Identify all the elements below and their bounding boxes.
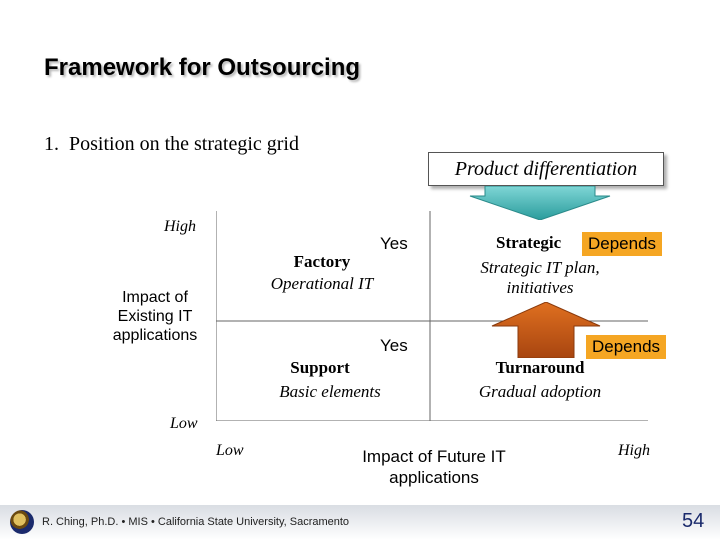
y-axis-high-label: High (164, 218, 196, 235)
strategic-flag: Depends (582, 232, 663, 256)
support-title: Support (290, 358, 350, 377)
product-differentiation-box: Product differentiation (428, 152, 664, 186)
down-arrow-icon (469, 186, 611, 220)
support-flag: Yes (380, 336, 408, 355)
x-axis-high-label: High (618, 442, 650, 459)
turnaround-title: Turnaround (495, 358, 585, 377)
turnaround-subtitle: Gradual adoption (478, 382, 602, 401)
bullet-item: 1. Position on the strategic grid (44, 133, 299, 156)
y-axis-label: Impact of Existing IT applications (112, 289, 198, 344)
turnaround-flag: Depends (586, 335, 667, 359)
factory-subtitle: Operational IT (270, 274, 374, 293)
factory-flag: Yes (380, 234, 408, 253)
factory-title: Factory (293, 252, 351, 271)
footer-bar (0, 505, 720, 540)
x-axis-low-label: Low (216, 442, 244, 459)
x-axis-label: Impact of Future IT applications (362, 447, 506, 487)
bullet-number: 1. (44, 133, 59, 155)
footer-text: R. Ching, Ph.D. • MIS • California State… (42, 516, 350, 528)
page-title: Framework for Outsourcing (44, 54, 361, 81)
bullet-text: Position on the strategic grid (69, 133, 299, 155)
page-number: 54 (682, 510, 705, 532)
y-axis-low-label: Low (170, 415, 198, 432)
up-arrow-icon (491, 302, 601, 358)
strategic-title: Strategic (496, 233, 562, 252)
support-subtitle: Basic elements (279, 382, 381, 401)
strategic-subtitle: Strategic IT plan, initiatives (480, 258, 600, 297)
university-seal-icon (10, 510, 34, 534)
